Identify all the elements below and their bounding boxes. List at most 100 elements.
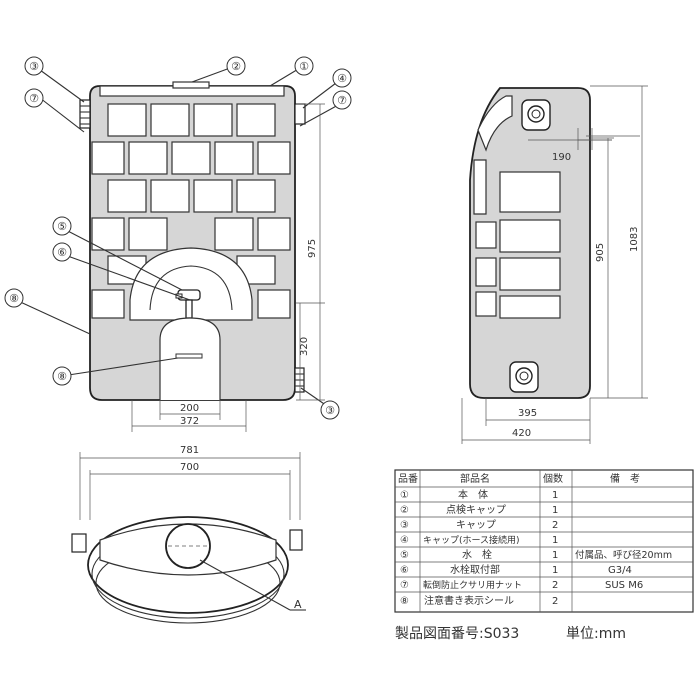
- drawing-number: 製品図面番号:S033: [395, 626, 519, 642]
- th-name: 部品名: [460, 472, 490, 485]
- th-no: 品番: [398, 473, 418, 485]
- callout-3-bottom: ③: [320, 400, 340, 420]
- top-dim-lines: [79, 452, 301, 520]
- top-inspection-port: [165, 523, 211, 569]
- svg-text:⑦: ⑦: [400, 580, 409, 591]
- svg-text:G3/4: G3/4: [608, 565, 632, 576]
- dim-side-top: 190: [552, 152, 571, 163]
- th-note: 備 考: [610, 472, 640, 485]
- svg-text:付属品、呼び径20mm: 付属品、呼び径20mm: [575, 549, 672, 561]
- side-view: 190 905 1083 395 420: [461, 85, 648, 444]
- svg-text:注意書き表示シール: 注意書き表示シール: [424, 594, 514, 607]
- table-row: ⑥ 水栓取付部 1 G3/4: [400, 563, 632, 576]
- svg-text:1: 1: [552, 550, 558, 561]
- side-bricks: [473, 95, 561, 319]
- svg-text:③: ③: [400, 520, 409, 531]
- front-bricks: [91, 103, 291, 319]
- callout-2: ②: [226, 56, 246, 76]
- table-row: ⑦ 転倒防止クサリ用ナット 2 SUS M6: [400, 579, 643, 591]
- svg-text:本 体: 本 体: [458, 488, 488, 501]
- side-dim-lines: [461, 85, 648, 444]
- svg-text:1: 1: [552, 565, 558, 576]
- svg-text:④: ④: [337, 72, 347, 85]
- top-outer-ellipse: [87, 516, 289, 614]
- svg-text:②: ②: [231, 60, 241, 73]
- faucet-arch: [129, 247, 253, 321]
- th-qty: 個数: [543, 472, 563, 485]
- svg-text:①: ①: [299, 60, 309, 73]
- svg-text:⑧: ⑧: [400, 596, 409, 607]
- dim-side-inner-h: 905: [595, 243, 606, 262]
- dim-top-outer: 781: [180, 445, 199, 456]
- svg-text:転倒防止クサリ用ナット: 転倒防止クサリ用ナット: [423, 579, 522, 591]
- callout-1: ①: [294, 56, 314, 76]
- front-view: 975 320 200 372: [15, 67, 341, 432]
- svg-text:キャップ: キャップ: [456, 519, 496, 531]
- svg-text:⑤: ⑤: [400, 550, 409, 561]
- svg-text:⑤: ⑤: [57, 220, 67, 233]
- callout-4: ④: [332, 68, 352, 88]
- svg-text:⑧: ⑧: [9, 292, 19, 305]
- dim-side-full-h: 1083: [629, 227, 640, 252]
- callouts: ③ ⑦ ② ① ④ ⑦ ⑤ ⑥ ⑧ ⑧ ③: [4, 56, 352, 420]
- svg-text:③: ③: [325, 404, 335, 417]
- table-row: ④ キャップ(ホース接続用) 1: [400, 534, 558, 546]
- svg-text:キャップ(ホース接続用): キャップ(ホース接続用): [423, 534, 520, 546]
- svg-text:⑧: ⑧: [57, 370, 67, 383]
- faucet: [175, 289, 201, 319]
- table-row: ① 本 体 1: [400, 488, 558, 501]
- svg-text:水栓取付部: 水栓取付部: [450, 563, 500, 576]
- top-right-cap: [289, 529, 303, 551]
- svg-text:②: ②: [400, 505, 409, 516]
- caution-seal: [175, 353, 203, 359]
- callout-7-left: ⑦: [24, 88, 44, 108]
- svg-text:⑥: ⑥: [57, 246, 67, 259]
- front-left-nut: [79, 99, 91, 129]
- dim-side-base-inner: 395: [518, 408, 537, 419]
- svg-text:1: 1: [552, 535, 558, 546]
- front-lower-recess: [159, 317, 221, 400]
- callout-5: ⑤: [52, 216, 72, 236]
- callout-7-right: ⑦: [332, 90, 352, 110]
- svg-text:1: 1: [552, 490, 558, 501]
- parts-table: 品番 部品名 個数 備 考 ① 本 体 1 ② 点検キャップ 1 ③ キャップ …: [394, 469, 694, 613]
- top-inner-lid: [99, 523, 277, 576]
- callout-8-left: ⑧: [4, 288, 24, 308]
- svg-text:⑥: ⑥: [400, 565, 409, 576]
- label-a: A: [294, 598, 302, 611]
- unit-label: 単位:mm: [566, 626, 626, 642]
- side-top-port: [521, 99, 551, 131]
- dim-side-base: 420: [512, 428, 531, 439]
- dim-front-inner: 200: [180, 403, 199, 414]
- front-dim-lines: [131, 103, 325, 432]
- svg-text:⑦: ⑦: [29, 92, 39, 105]
- svg-text:点検キャップ: 点検キャップ: [446, 503, 506, 516]
- top-left-cap: [71, 533, 87, 553]
- callout-8-low: ⑧: [52, 366, 72, 386]
- callout-6: ⑥: [52, 242, 72, 262]
- inspection-cap-top: [172, 81, 210, 89]
- side-bottom-port: [509, 361, 539, 393]
- callout-3-top: ③: [24, 56, 44, 76]
- svg-text:水 栓: 水 栓: [462, 548, 492, 561]
- dim-front-base: 372: [180, 416, 199, 427]
- svg-text:①: ①: [400, 490, 409, 501]
- svg-text:1: 1: [552, 505, 558, 516]
- svg-text:SUS M6: SUS M6: [605, 580, 643, 591]
- table-row: ⑤ 水 栓 1 付属品、呼び径20mm: [400, 548, 672, 561]
- leader-a: [199, 559, 291, 611]
- dim-front-low: 320: [299, 337, 310, 356]
- top-view: 781 700 A: [71, 445, 306, 624]
- svg-text:2: 2: [552, 596, 558, 607]
- table-row: ② 点検キャップ 1: [400, 503, 558, 516]
- svg-text:⑦: ⑦: [337, 94, 347, 107]
- svg-text:2: 2: [552, 580, 558, 591]
- table-row: ⑧ 注意書き表示シール 2: [400, 594, 558, 607]
- dim-front-height: 975: [307, 239, 318, 258]
- svg-text:③: ③: [29, 60, 39, 73]
- svg-text:④: ④: [400, 535, 409, 546]
- dim-top-inner: 700: [180, 462, 199, 473]
- table-row: ③ キャップ 2: [400, 519, 558, 531]
- svg-text:2: 2: [552, 520, 558, 531]
